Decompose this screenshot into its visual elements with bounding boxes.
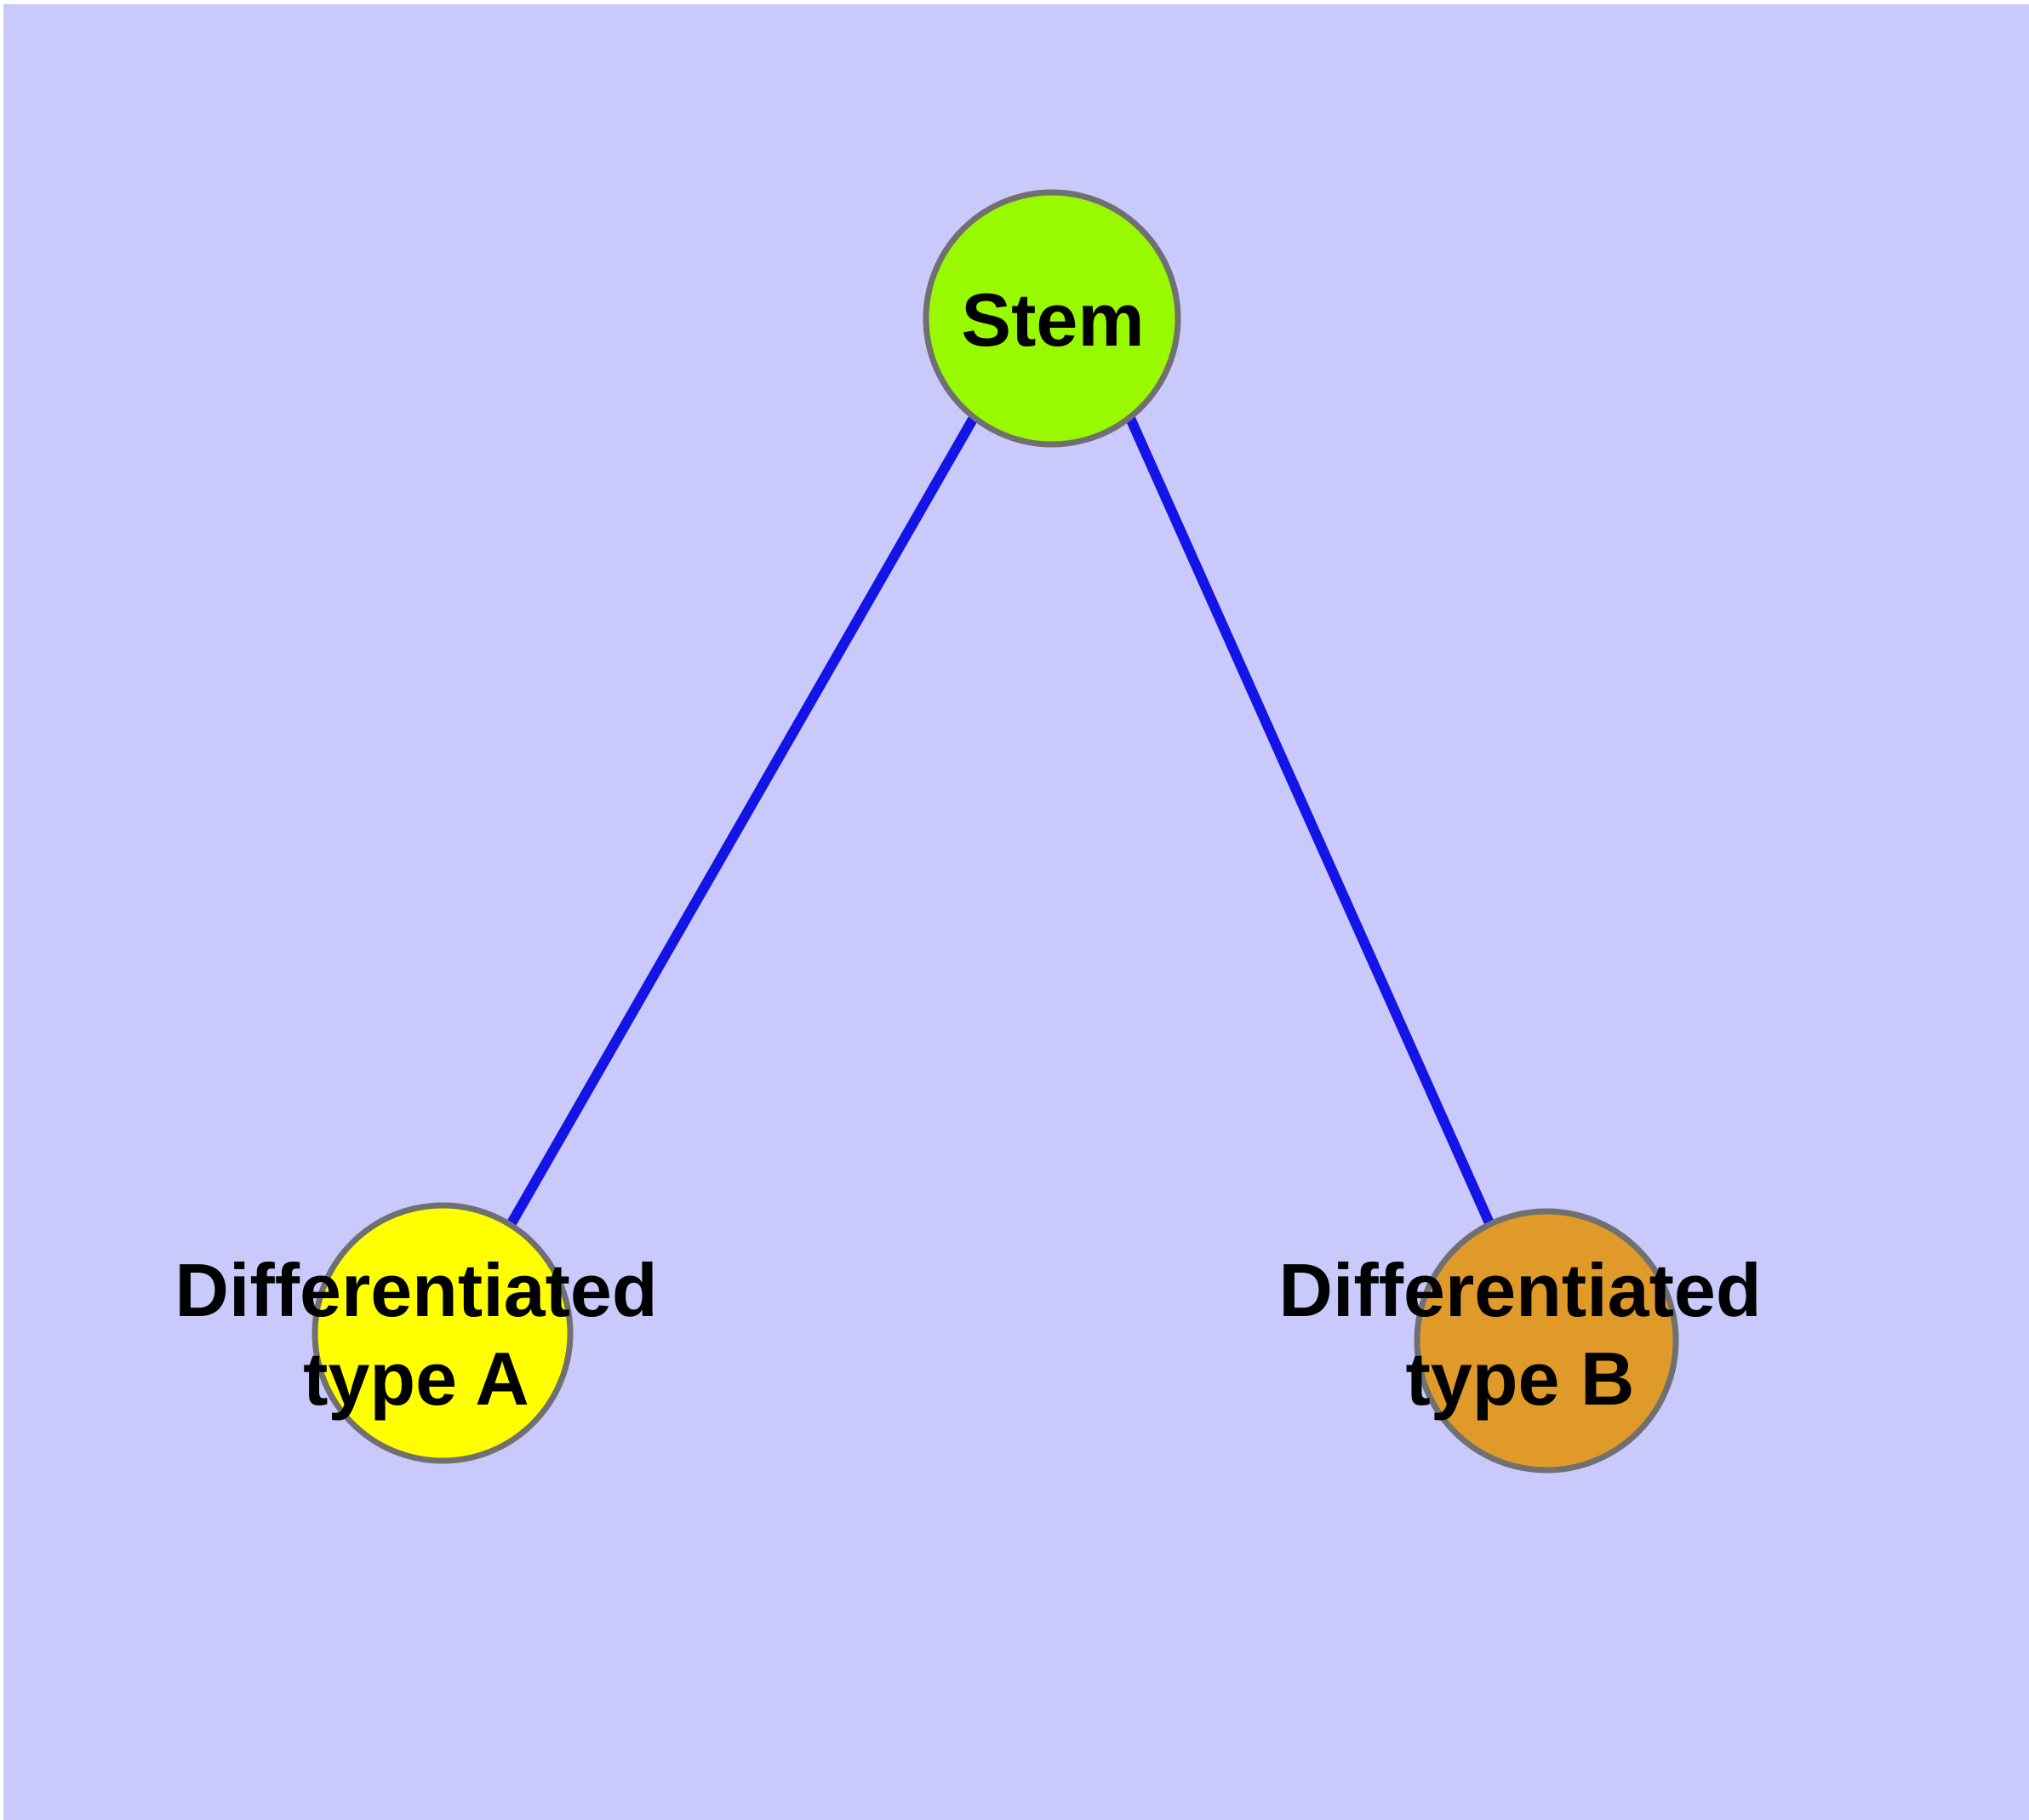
edge-stem-to-diff-b[interactable] xyxy=(1124,414,1495,1228)
node-circle-stem[interactable] xyxy=(923,189,1181,448)
node-circle-diff-a[interactable] xyxy=(311,1202,574,1464)
node-label-line: Stem xyxy=(961,278,1144,362)
nodes-group xyxy=(311,189,1679,1474)
node-label-stem: Stem xyxy=(961,278,1144,362)
node-label-line: type A xyxy=(303,1336,529,1421)
edge-stem-to-diff-a[interactable] xyxy=(506,414,980,1226)
edges-group xyxy=(506,414,1495,1228)
node-label-line: Differentiated xyxy=(174,1248,657,1332)
node-circle-diff-b[interactable] xyxy=(1414,1208,1679,1474)
node-label-line: type B xyxy=(1406,1336,1635,1421)
node-label-line: Differentiated xyxy=(1278,1248,1761,1332)
